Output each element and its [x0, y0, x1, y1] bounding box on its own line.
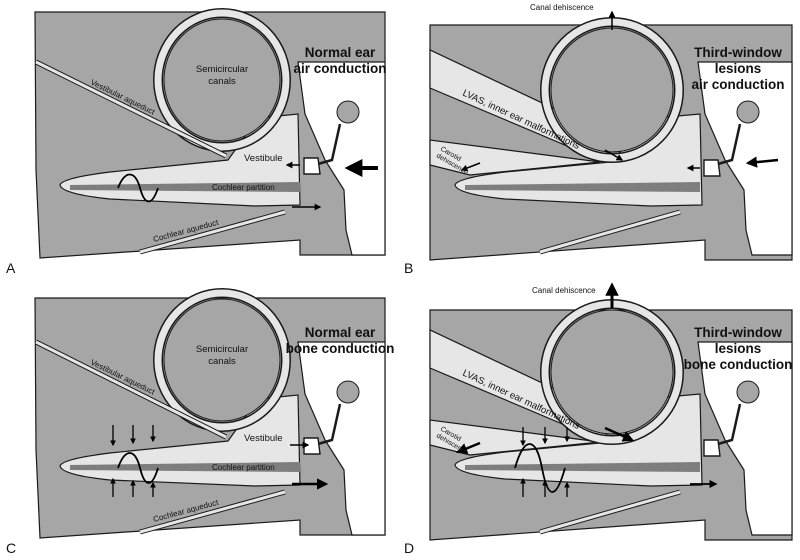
bone-vibration-arrows — [520, 427, 570, 497]
canal-dehiscence-label: Canal dehiscence — [532, 286, 596, 295]
cochlear-partition — [70, 182, 300, 192]
carotid-arrow-icon — [460, 162, 481, 172]
panel-letter: A — [6, 260, 16, 276]
ossicle — [336, 100, 360, 124]
sound-arrow-icon — [745, 156, 779, 168]
middle-ear — [297, 61, 386, 256]
sine-wave-icon — [514, 443, 566, 493]
lvas-arrow-icon — [604, 426, 635, 442]
canal-dehiscence-label: Canal dehiscence — [530, 3, 594, 12]
cochlear-partition-label: Cochlear partition — [212, 463, 275, 472]
lvas-arrow-icon — [604, 149, 624, 161]
panel-letter: C — [6, 540, 16, 556]
carotid-arrow-icon — [455, 441, 481, 454]
panel-letter: D — [404, 540, 414, 556]
cochlear-partition-label: Cochlear partition — [212, 183, 275, 192]
stapes — [303, 157, 321, 175]
bone-vibration-arrows — [110, 425, 156, 497]
vestibule-label: Vestibule — [244, 433, 283, 444]
sine-wave-icon — [117, 452, 159, 484]
sine-wave-icon — [117, 173, 159, 203]
panel-letter: B — [404, 260, 413, 276]
vestibule-label: Vestibule — [244, 153, 283, 164]
